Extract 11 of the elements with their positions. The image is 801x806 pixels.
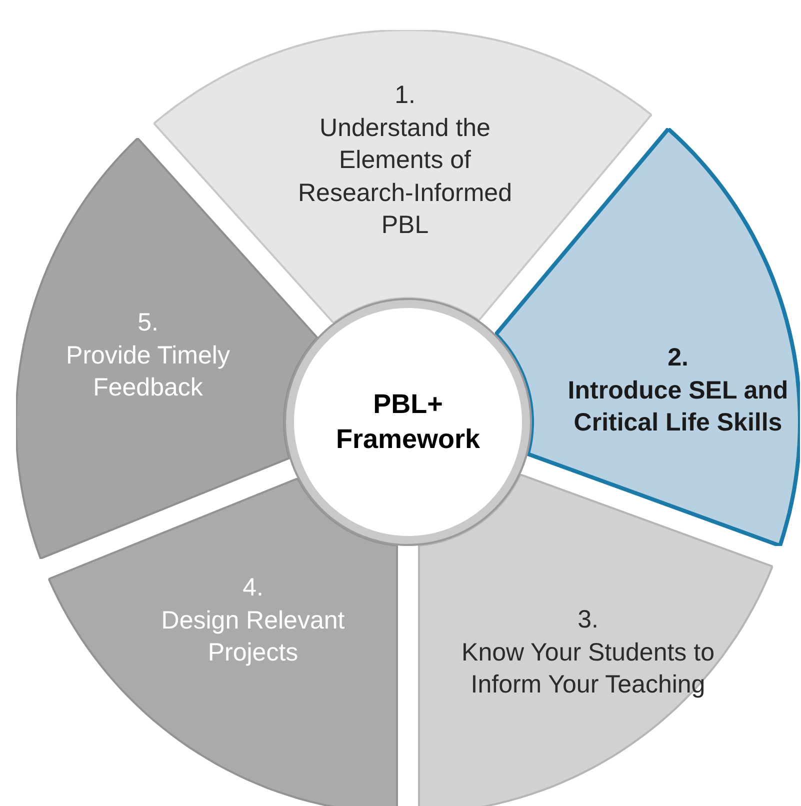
step-number: 1. (394, 80, 416, 111)
step-title: Know Your Students to Inform Your Teaching (460, 636, 716, 700)
step-title: Understand the Elements of Research-Informed PBL (297, 112, 513, 241)
step-title: Introduce SEL and Critical Life Skills (566, 374, 790, 438)
step-number: 3. (576, 604, 600, 636)
step-title: Design Relevant Projects (160, 604, 346, 668)
step-number: 5. (136, 307, 160, 338)
step-title: Provide Timely Feedback (65, 340, 231, 404)
step-number: 4. (242, 572, 264, 604)
center-title: PBL+ Framework (334, 388, 482, 456)
step-number: 2. (666, 342, 690, 374)
